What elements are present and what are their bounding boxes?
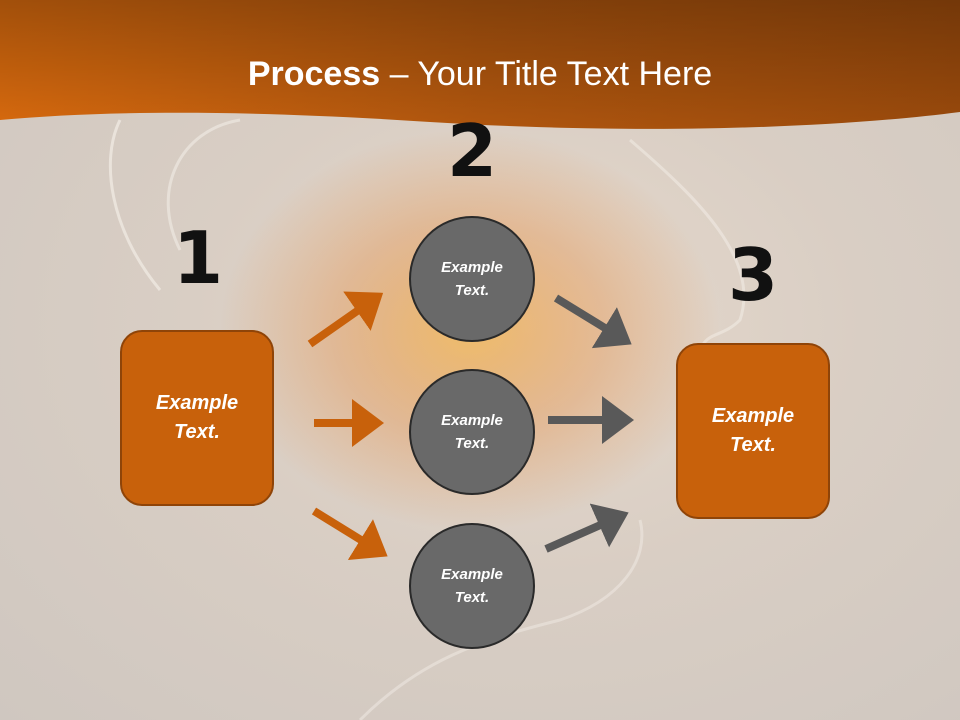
circle-top-line1: Example (441, 259, 503, 276)
circle-top-line2: Text. (454, 282, 490, 299)
step-1-box[interactable]: Example Text. (120, 330, 274, 506)
arrow-to-top-circle (307, 291, 384, 348)
arrow-from-top-circle (553, 294, 632, 349)
step-3-box[interactable]: Example Text. (676, 343, 830, 519)
circle-bottom-line2: Text. (454, 589, 490, 606)
title-text: Your Title Text Here (417, 55, 713, 93)
arrow-to-bottom-circle (311, 507, 388, 561)
step-2-circle-bottom[interactable]: Example Text. (409, 523, 535, 649)
step-3-line1: Example (711, 405, 795, 427)
title-separator: – (380, 55, 418, 93)
circle-middle-line1: Example (441, 412, 503, 429)
arrow-from-bottom-circle (544, 503, 629, 553)
step-number-3: 3 (727, 233, 779, 317)
title-bold: Process (247, 55, 381, 93)
step-number-2: 2 (446, 109, 498, 193)
step-number-1: 1 (172, 216, 224, 300)
step-2-circle-top[interactable]: Example Text. (409, 216, 535, 342)
circle-bottom-line1: Example (441, 566, 503, 583)
slide-title: Process – Your Title Text Here (0, 52, 960, 96)
header-banner (0, 0, 960, 129)
step-2-circle-middle[interactable]: Example Text. (409, 369, 535, 495)
step-1-line2: Text. (174, 421, 220, 443)
circle-middle-line2: Text. (454, 435, 490, 452)
step-3-line2: Text. (730, 434, 776, 456)
step-1-line1: Example (155, 392, 239, 414)
